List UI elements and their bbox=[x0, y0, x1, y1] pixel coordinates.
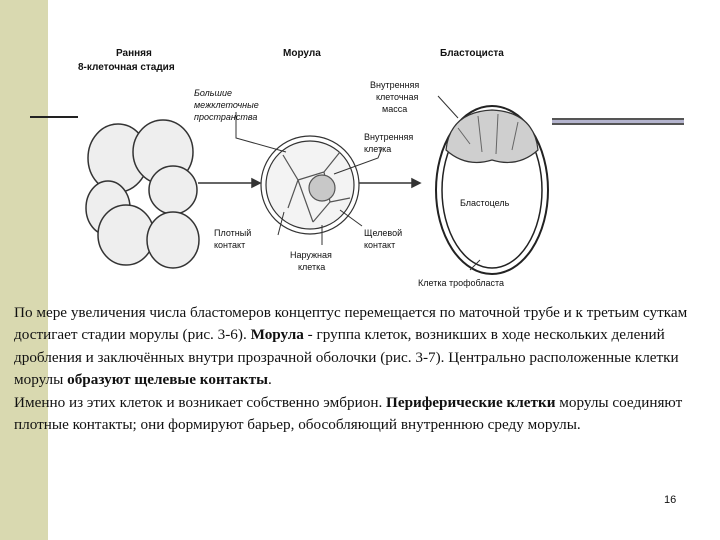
label-gap-junction-2: контакт bbox=[364, 240, 395, 250]
eight-cell-cluster bbox=[86, 120, 199, 268]
label-inner-cell-1: Внутренняя bbox=[364, 132, 413, 142]
term-gap-junctions: образуют щелевые контакты bbox=[67, 371, 268, 388]
label-early-stage-2: 8-клеточная стадия bbox=[78, 62, 175, 73]
blastomere bbox=[147, 212, 199, 268]
inner-cell bbox=[309, 175, 335, 201]
label-inner-mass-2: клеточная bbox=[376, 92, 418, 102]
paragraph-embryo: Именно из этих клеток и возникает собств… bbox=[14, 392, 704, 437]
embryo-diagram: Ранняя 8-клеточная стадия Морула Бластоц… bbox=[78, 40, 552, 294]
label-inner-mass-1: Внутренняя bbox=[370, 80, 419, 90]
label-large-spaces-2: межклеточные bbox=[194, 100, 259, 110]
morula bbox=[261, 136, 359, 234]
blastomere bbox=[98, 205, 154, 265]
inner-cell-mass bbox=[446, 110, 538, 162]
label-tight-junction-1: Плотный bbox=[214, 228, 251, 238]
label-blastocoel: Бластоцель bbox=[460, 198, 510, 208]
label-outer-cell-2: клетка bbox=[298, 262, 325, 272]
label-gap-junction-1: Щелевой bbox=[364, 228, 402, 238]
label-morula: Морула bbox=[283, 48, 321, 59]
label-trophoblast-cell: Клетка трофобласта bbox=[418, 278, 504, 288]
blastomere bbox=[149, 166, 197, 214]
term-peripheral-cells: Периферические клетки bbox=[386, 394, 555, 411]
page-number: 16 bbox=[664, 494, 676, 506]
label-early-stage-1: Ранняя bbox=[116, 48, 152, 59]
left-divider-line bbox=[30, 116, 82, 118]
blastocyst bbox=[436, 106, 548, 274]
label-inner-cell-2: клетка bbox=[364, 144, 391, 154]
body-text: По мере увеличения числа бластомеров кон… bbox=[14, 302, 704, 436]
label-blastocyst: Бластоциста bbox=[440, 48, 504, 59]
paragraph-morula: По мере увеличения числа бластомеров кон… bbox=[14, 302, 704, 392]
term-morula: Морула bbox=[251, 326, 304, 343]
label-outer-cell-1: Наружная bbox=[290, 250, 332, 260]
label-large-spaces-3: пространства bbox=[194, 112, 257, 122]
left-decorative-bar bbox=[0, 0, 48, 540]
label-inner-mass-3: масса bbox=[382, 104, 407, 114]
right-divider-line bbox=[552, 118, 684, 125]
label-tight-junction-2: контакт bbox=[214, 240, 245, 250]
label-large-spaces-1: Большие bbox=[194, 88, 232, 98]
embryo-development-figure: Ранняя 8-клеточная стадия Морула Бластоц… bbox=[78, 40, 552, 294]
